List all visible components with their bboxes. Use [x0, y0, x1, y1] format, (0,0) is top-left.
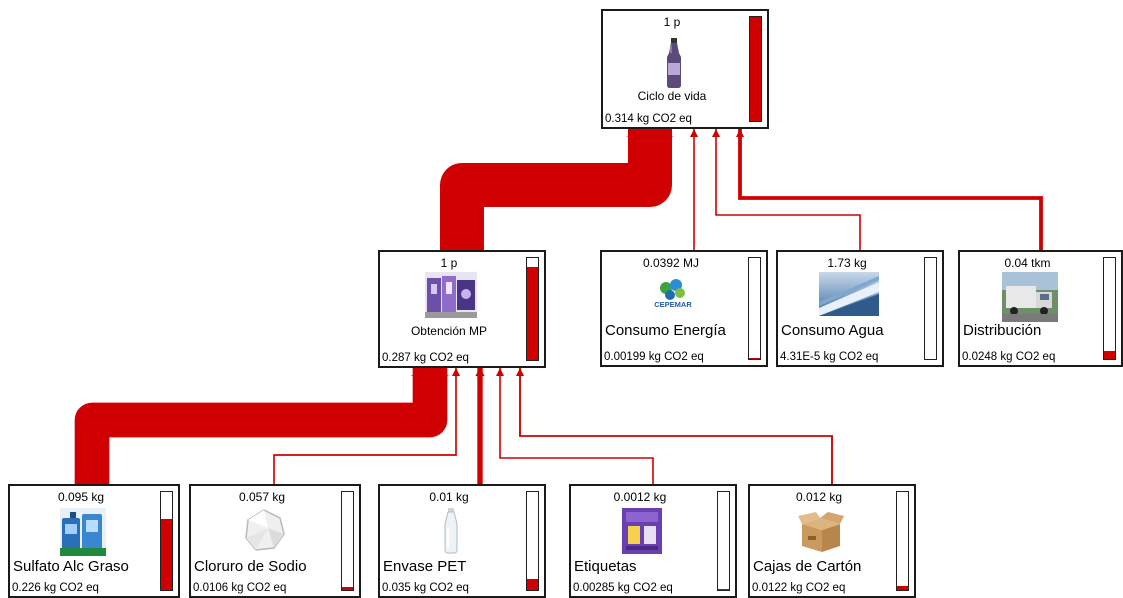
link-agua-to-ciclo [715, 129, 861, 250]
node-amount: 1 p [663, 15, 681, 29]
node-name: Etiquetas [574, 558, 637, 575]
node-amount: 0.0012 kg [613, 490, 667, 504]
node-amount: 0.04 tkm [1004, 256, 1051, 270]
cardboard-box-icon [798, 508, 844, 554]
impact-bar [160, 491, 173, 591]
impact-bar [896, 491, 909, 591]
materials-icon [425, 272, 477, 318]
impact-bar [526, 257, 539, 361]
pet-bottle-icon [442, 508, 460, 554]
link-arrowhead [410, 368, 450, 376]
link-dist-to-ciclo [738, 129, 1043, 250]
link-arrowhead [452, 368, 460, 376]
node-impact: 0.035 kg CO2 eq [382, 582, 469, 594]
label-icon [622, 508, 662, 554]
energy-logo-text: CEPEMAR [654, 300, 692, 309]
link-cloruro-to-obtencion [273, 368, 457, 484]
node-impact: 0.314 kg CO2 eq [605, 113, 692, 125]
node-impact: 0.0248 kg CO2 eq [962, 351, 1056, 363]
energy-logo-icon: CEPEMAR [646, 276, 700, 310]
node-amount: 0.01 kg [429, 490, 469, 504]
node-cloruro-de-sodio[interactable]: 0.057 kg Cloruro de Sodio 0.0106 kg CO2 … [189, 484, 361, 598]
link-arrowhead [690, 129, 698, 137]
water-channel-icon [819, 272, 879, 316]
node-amount: 1 p [440, 256, 458, 270]
impact-bar [341, 491, 354, 591]
impact-bar-fill [897, 586, 908, 590]
link-obtencion-to-ciclo [440, 129, 672, 250]
truck-icon [1001, 272, 1058, 322]
node-consumo-energia[interactable]: 0.0392 MJ CEPEMAR Consumo Energía 0.0019… [600, 250, 768, 367]
node-name: Cajas de Cartón [753, 558, 862, 575]
node-impact: 0.0122 kg CO2 eq [752, 582, 846, 594]
impact-bar-fill [342, 586, 353, 590]
node-impact: 0.00199 kg CO2 eq [604, 351, 704, 363]
node-name: Envase PET [383, 558, 467, 575]
node-name: Consumo Energía [605, 322, 726, 339]
impact-bar [749, 16, 762, 122]
node-impact: 4.31E-5 kg CO2 eq [780, 351, 879, 363]
node-impact: 0.00285 kg CO2 eq [573, 582, 673, 594]
link-arrowhead [712, 129, 720, 137]
node-distribucion[interactable]: 0.04 tkm Distribución 0.0248 kg CO2 eq [958, 250, 1123, 367]
node-impact: 0.0106 kg CO2 eq [193, 582, 287, 594]
impact-bar-fill [1104, 351, 1115, 359]
node-name: Cloruro de Sodio [194, 558, 307, 575]
impact-bar-fill [749, 358, 760, 359]
salt-icon [242, 508, 286, 552]
link-cajas-to-obtencion [519, 368, 833, 484]
node-amount: 0.057 kg [238, 490, 286, 504]
node-envase-pet[interactable]: 0.01 kg Envase PET 0.035 kg CO2 eq [378, 484, 546, 598]
node-amount: 0.0392 MJ [642, 256, 700, 270]
node-amount: 1.73 kg [827, 256, 867, 270]
link-arrowhead [626, 129, 674, 137]
chemical-drums-icon [60, 508, 106, 556]
node-name: Sulfato Alc Graso [13, 558, 129, 575]
node-amount: 0.095 kg [57, 490, 105, 504]
node-sulfato-alc-graso[interactable]: 0.095 kg Sulfato Alc Graso 0.226 kg CO2 … [8, 484, 180, 598]
impact-bar [1103, 257, 1116, 360]
impact-bar-fill [718, 589, 729, 590]
node-cajas-de-carton[interactable]: 0.012 kg Cajas de Cartón 0.0122 kg CO2 e… [748, 484, 916, 598]
link-arrowhead [475, 368, 485, 376]
node-name: Distribución [963, 322, 1042, 339]
link-etiquetas-to-obtencion [499, 368, 654, 484]
link-arrowhead [736, 129, 744, 137]
bottle-icon [662, 37, 686, 89]
impact-bar-fill [750, 17, 761, 121]
link-arrowhead [496, 368, 504, 376]
node-amount: 0.012 kg [795, 490, 843, 504]
link-arrowhead [516, 368, 524, 376]
node-ciclo-de-vida[interactable]: 1 p Ciclo de vida 0.314 kg CO2 eq [601, 9, 769, 129]
impact-bar-fill [527, 266, 538, 360]
impact-bar-fill [161, 519, 172, 590]
impact-bar [924, 257, 937, 360]
impact-bar-fill [527, 579, 538, 590]
node-name: Obtención MP [410, 324, 488, 338]
node-impact: 0.287 kg CO2 eq [382, 352, 469, 364]
node-name: Ciclo de vida [637, 89, 707, 103]
impact-bar [748, 257, 761, 360]
node-consumo-agua[interactable]: 1.73 kg Consumo Agua 4.31E-5 kg CO2 eq [776, 250, 944, 367]
impact-bar [526, 491, 539, 591]
impact-bar [717, 491, 730, 591]
node-obtencion-mp[interactable]: 1 p Obtención MP 0.287 kg CO2 eq [378, 250, 546, 368]
node-impact: 0.226 kg CO2 eq [12, 582, 99, 594]
link-sulfato-to-obtencion [74, 368, 448, 484]
node-name: Consumo Agua [781, 322, 884, 339]
node-etiquetas[interactable]: 0.0012 kg Etiquetas 0.00285 kg CO2 eq [569, 484, 737, 598]
